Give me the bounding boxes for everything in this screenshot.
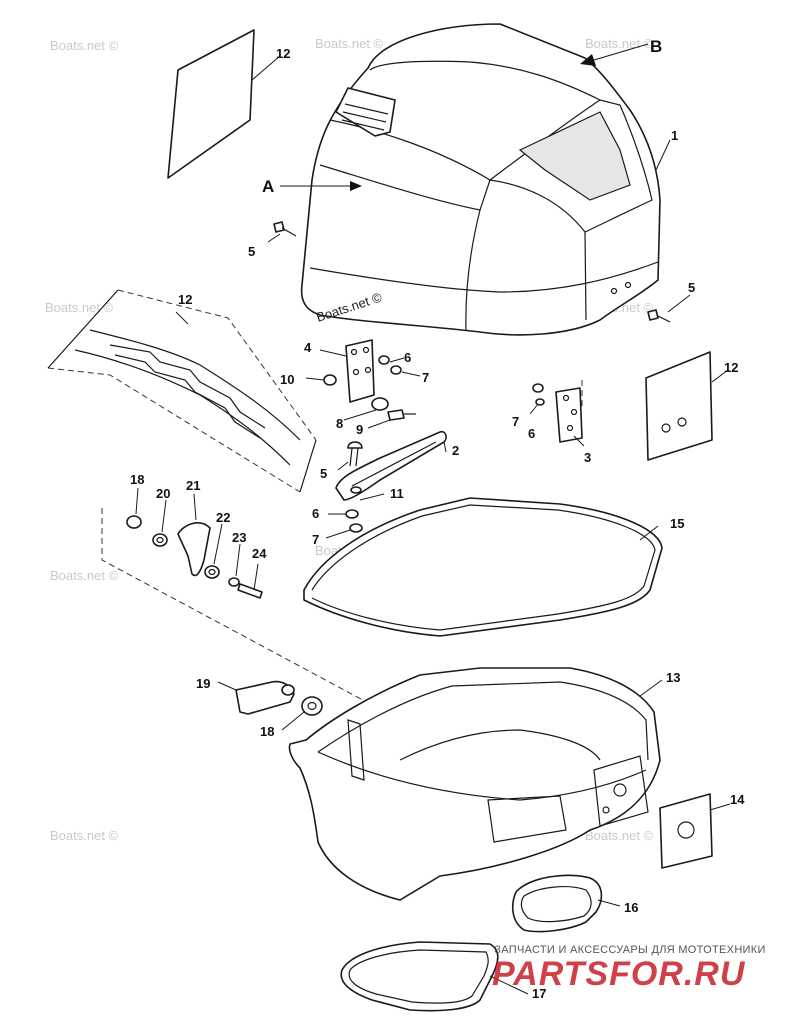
- callout-22: 22: [216, 510, 230, 525]
- watermark: Boats.net ©: [50, 828, 119, 843]
- screw-right: [647, 309, 671, 323]
- callout-19: 19: [196, 676, 210, 691]
- lower-pan: [288, 667, 661, 901]
- view-arrows: [280, 43, 649, 191]
- callout-6: 6: [528, 426, 535, 441]
- callout-8: 8: [336, 416, 343, 431]
- latch-hardware: [126, 515, 263, 599]
- callout-18: 18: [260, 724, 274, 739]
- grommet-plate: [659, 793, 713, 869]
- callout-16: 16: [624, 900, 638, 915]
- view-label-a: A: [262, 177, 274, 196]
- callout-3: 3: [584, 450, 591, 465]
- view-label-b: B: [650, 37, 662, 56]
- callout-10: 10: [280, 372, 294, 387]
- watermark: Boats.net ©: [50, 38, 119, 53]
- bottom-gasket: [340, 941, 499, 1012]
- callout-11: 11: [390, 486, 404, 501]
- callout-12: 12: [276, 46, 290, 61]
- callout-2: 2: [452, 443, 459, 458]
- callout-5: 5: [248, 244, 255, 259]
- callout-7: 7: [512, 414, 519, 429]
- callout-6: 6: [404, 350, 411, 365]
- cowl-seal: [303, 497, 663, 637]
- callout-7: 7: [312, 532, 319, 547]
- callout-5: 5: [320, 466, 327, 481]
- callout-1: 1: [671, 128, 678, 143]
- watermark: Boats.net ©: [585, 828, 654, 843]
- callout-21: 21: [186, 478, 200, 493]
- brand-caption: ЗАПЧАСТИ И АКСЕССУАРЫ ДЛЯ МОТОТЕХНИКИ: [494, 944, 766, 956]
- callout-12: 12: [724, 360, 738, 375]
- callout-13: 13: [666, 670, 680, 685]
- callout-20: 20: [156, 486, 170, 501]
- callout-15: 15: [670, 516, 684, 531]
- grommet: [511, 874, 603, 933]
- callout-7: 7: [422, 370, 429, 385]
- callout-18: 18: [130, 472, 144, 487]
- watermark: Boats.net ©: [50, 568, 119, 583]
- callout-14: 14: [730, 792, 745, 807]
- watermark: Boats.net ©: [315, 36, 384, 51]
- washers-group: [323, 355, 545, 533]
- watermark: Boats.net ©: [585, 36, 654, 51]
- brand-logo: PARTSFOR.RU: [492, 955, 746, 993]
- decal-sheet-top: [167, 29, 255, 179]
- leader-lines: [135, 55, 731, 995]
- bracket-left: [345, 339, 416, 421]
- callout-23: 23: [232, 530, 246, 545]
- screw-upper-left: [273, 221, 297, 237]
- top-cowl: [300, 23, 661, 336]
- callout-17: 17: [532, 986, 546, 1001]
- callouts: 12 1 5 5 12 4 6 10 7 12 7 8 6 9 2 3 5 18…: [130, 37, 745, 1001]
- callout-5: 5: [688, 280, 695, 295]
- decal-strip: [47, 289, 317, 493]
- callout-12: 12: [178, 292, 192, 307]
- watermark: Boats.net ©: [45, 300, 114, 315]
- latch-bar: [335, 430, 447, 501]
- callout-9: 9: [356, 422, 363, 437]
- bracket-right: [555, 380, 583, 443]
- decal-plate-right: [645, 351, 713, 461]
- callout-6: 6: [312, 506, 319, 521]
- latch-lever: [235, 680, 323, 716]
- callout-4: 4: [304, 340, 312, 355]
- callout-24: 24: [252, 546, 267, 561]
- screw-lower: [347, 441, 363, 467]
